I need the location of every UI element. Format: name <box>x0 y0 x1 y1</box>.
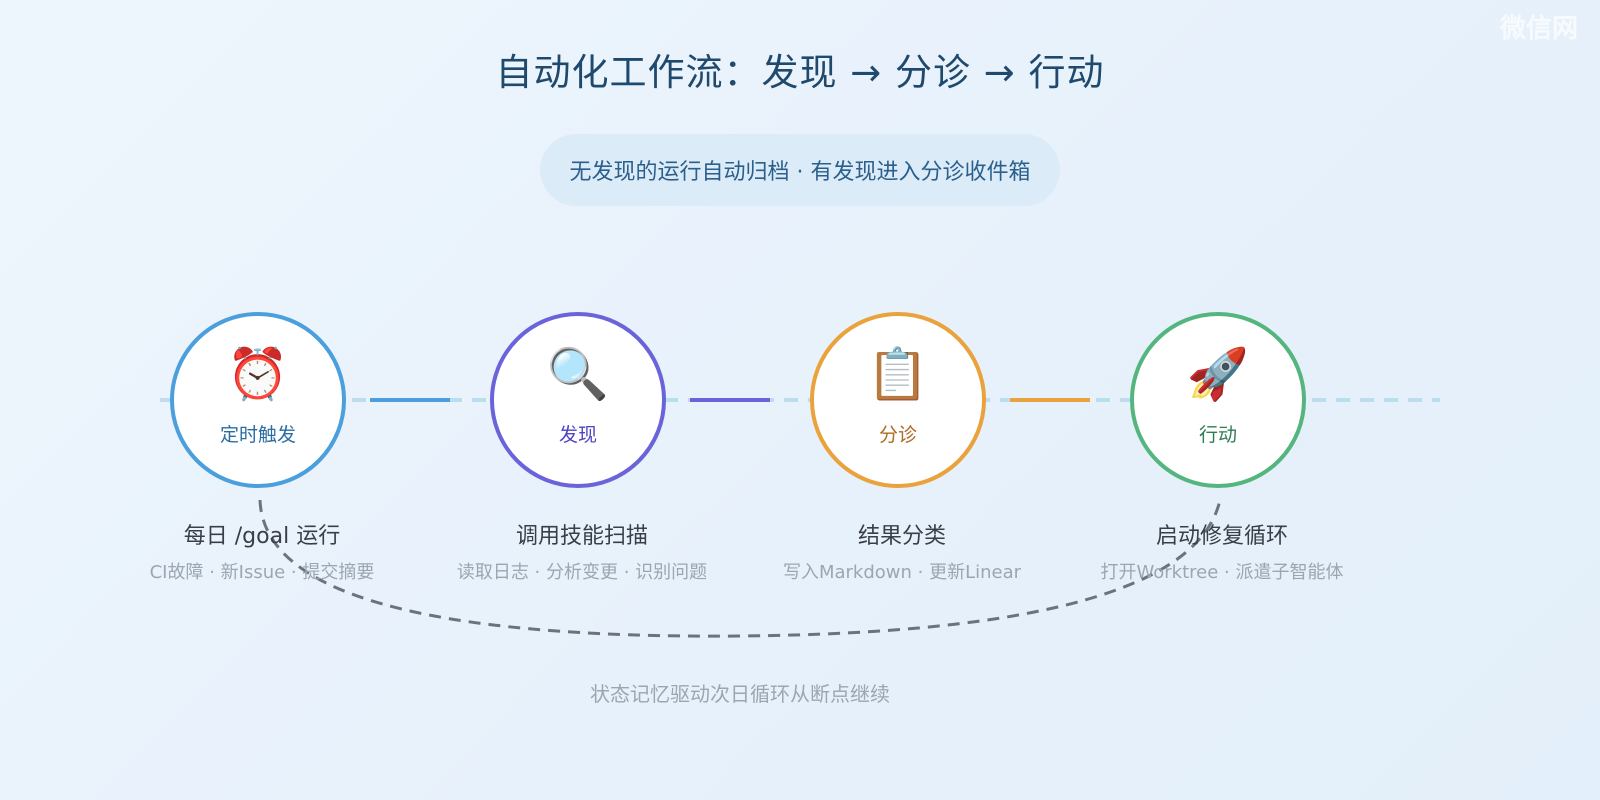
page-title: 自动化工作流：发现 → 分诊 → 行动 <box>495 51 1105 94</box>
step-title-trigger: 每日 /goal 运行 <box>183 524 341 549</box>
step-title-triage: 结果分类 <box>857 524 946 549</box>
step-node-discover: 🔍 发现 <box>490 312 666 488</box>
step-desc-trigger: CI故障 · 新Issue · 提交摘要 <box>149 562 375 583</box>
step-node-trigger: ⏰ 定时触发 <box>170 312 346 488</box>
step-node-action: 🚀 行动 <box>1130 312 1306 488</box>
node-label-action: 行动 <box>1198 424 1237 446</box>
loop-caption: 状态记忆驱动次日循环从断点继续 <box>590 682 890 706</box>
step-desc-action: 打开Worktree · 派遣子智能体 <box>1100 562 1344 583</box>
node-label-trigger: 定时触发 <box>219 424 296 446</box>
watermark-logo: 微信网 <box>1499 14 1578 44</box>
loop-arrow-curve <box>258 499 1222 638</box>
step-desc-triage: 写入Markdown · 更新Linear <box>782 562 1022 583</box>
step-title-discover: 调用技能扫描 <box>515 524 648 549</box>
rocket-icon: 🚀 <box>1186 345 1250 403</box>
node-label-triage: 分诊 <box>878 424 917 446</box>
step-title-action: 启动修复循环 <box>1155 524 1288 549</box>
step-desc-discover: 读取日志 · 分析变更 · 识别问题 <box>456 562 708 583</box>
subtitle-text: 无发现的运行自动归档 · 有发现进入分诊收件箱 <box>569 160 1031 185</box>
alarm-clock-icon: ⏰ <box>226 345 290 403</box>
clipboard-icon: 📋 <box>866 345 930 403</box>
step-node-triage: 📋 分诊 <box>810 312 986 488</box>
subtitle-pill: 无发现的运行自动归档 · 有发现进入分诊收件箱 <box>540 134 1060 206</box>
magnifier-icon: 🔍 <box>546 345 610 403</box>
node-label-discover: 发现 <box>558 424 597 446</box>
